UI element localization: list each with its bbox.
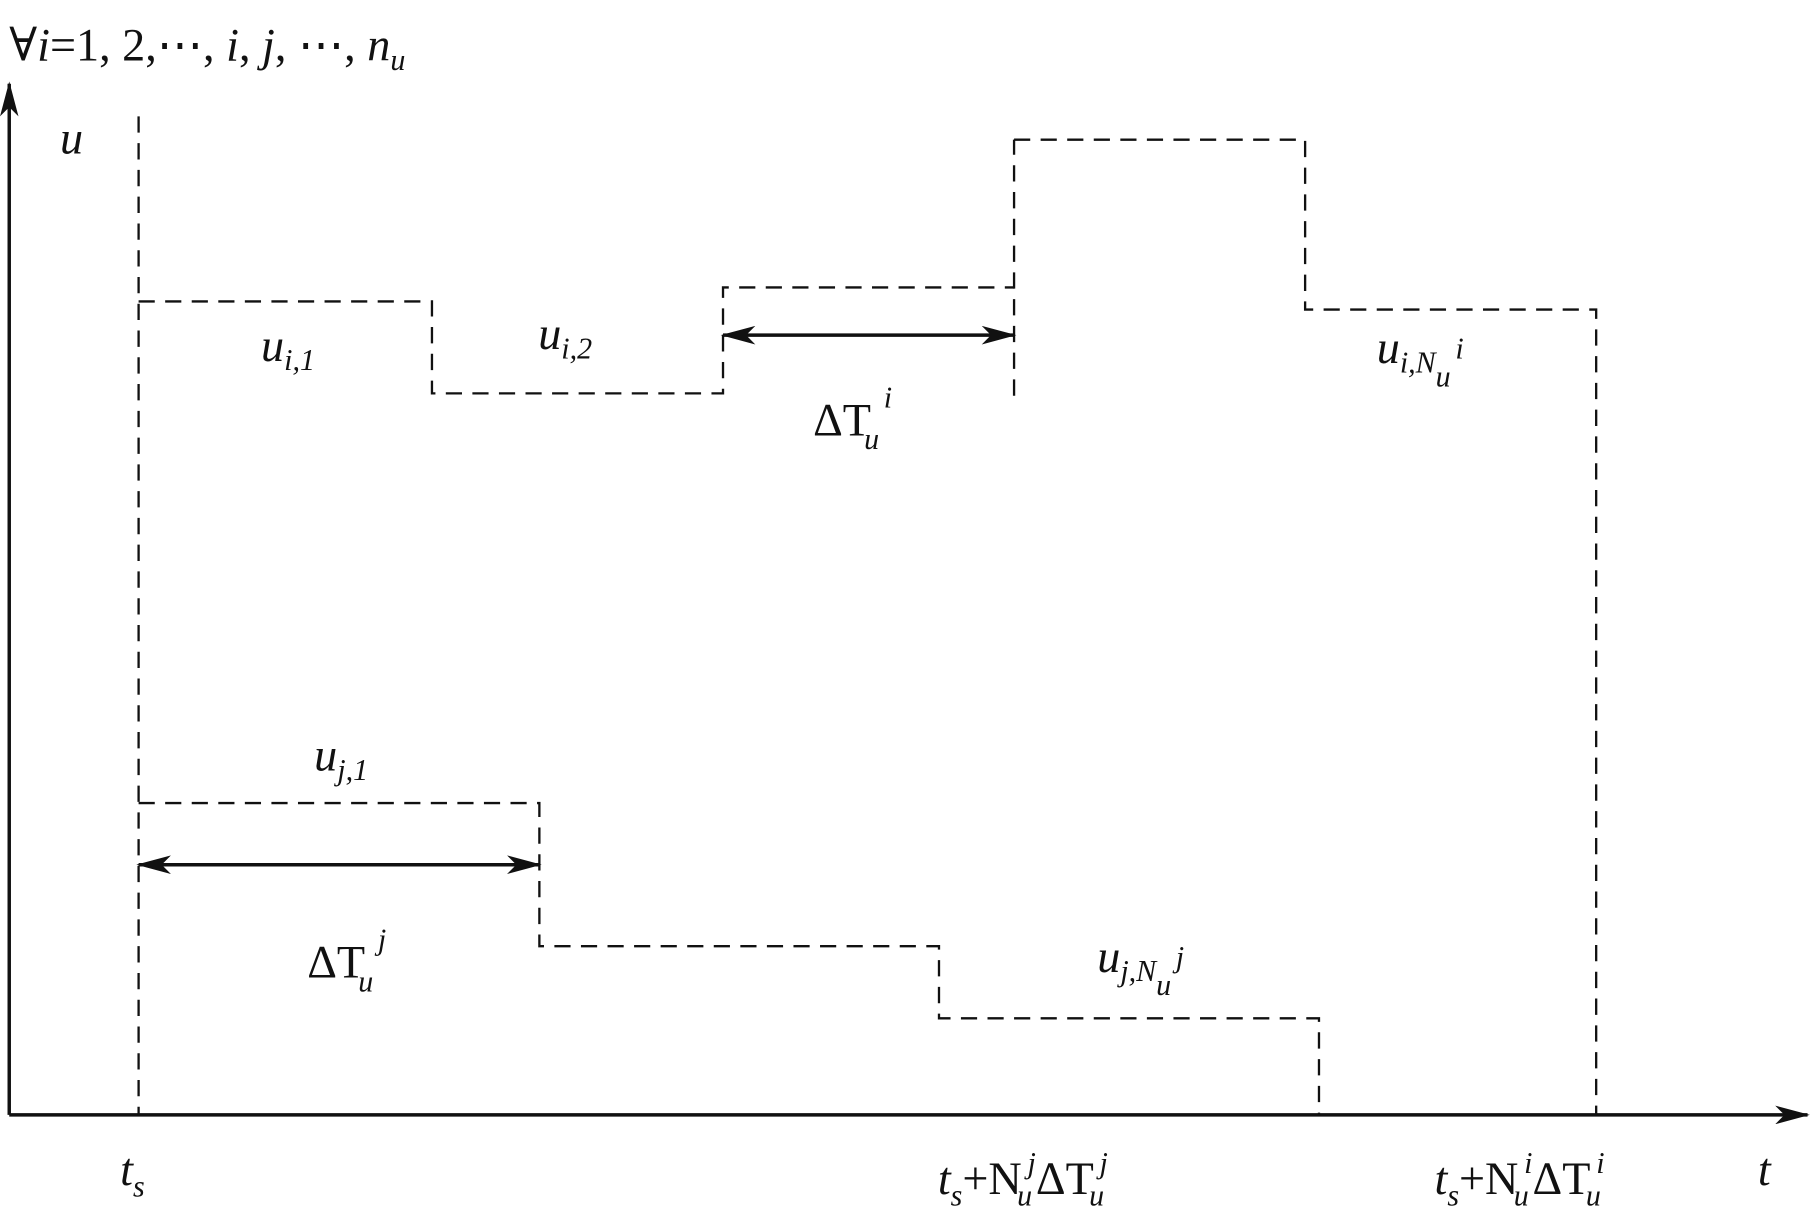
label-delta-t-j: ΔTuj	[307, 923, 386, 999]
signal-i-steps	[138, 286, 1015, 395]
label-delta-t-i: ΔTui	[813, 380, 892, 456]
index-set-label: ∀i=1, 2,⋯, i, j, ⋯, nu	[9, 20, 405, 76]
tick-ts-plus-Ni-dTi: ts+NuiΔTui	[1434, 1146, 1604, 1213]
signal-j-steps	[138, 801, 1321, 1115]
label-u-i2: ui,2	[538, 309, 592, 365]
tick-ts: ts	[120, 1145, 145, 1204]
label-u-j1: uj,1	[314, 730, 368, 786]
signal-i-steps-end	[1014, 138, 1598, 1115]
tick-ts-plus-Nj-dTj: ts+NujΔTuj	[938, 1146, 1108, 1213]
x-axis-label: t	[1758, 1145, 1772, 1196]
label-u-iN: ui,Nui	[1377, 323, 1464, 393]
label-u-i1: ui,1	[261, 321, 315, 377]
y-axis-label: u	[60, 113, 83, 164]
label-u-jN: uj,Nuj	[1097, 932, 1184, 1002]
